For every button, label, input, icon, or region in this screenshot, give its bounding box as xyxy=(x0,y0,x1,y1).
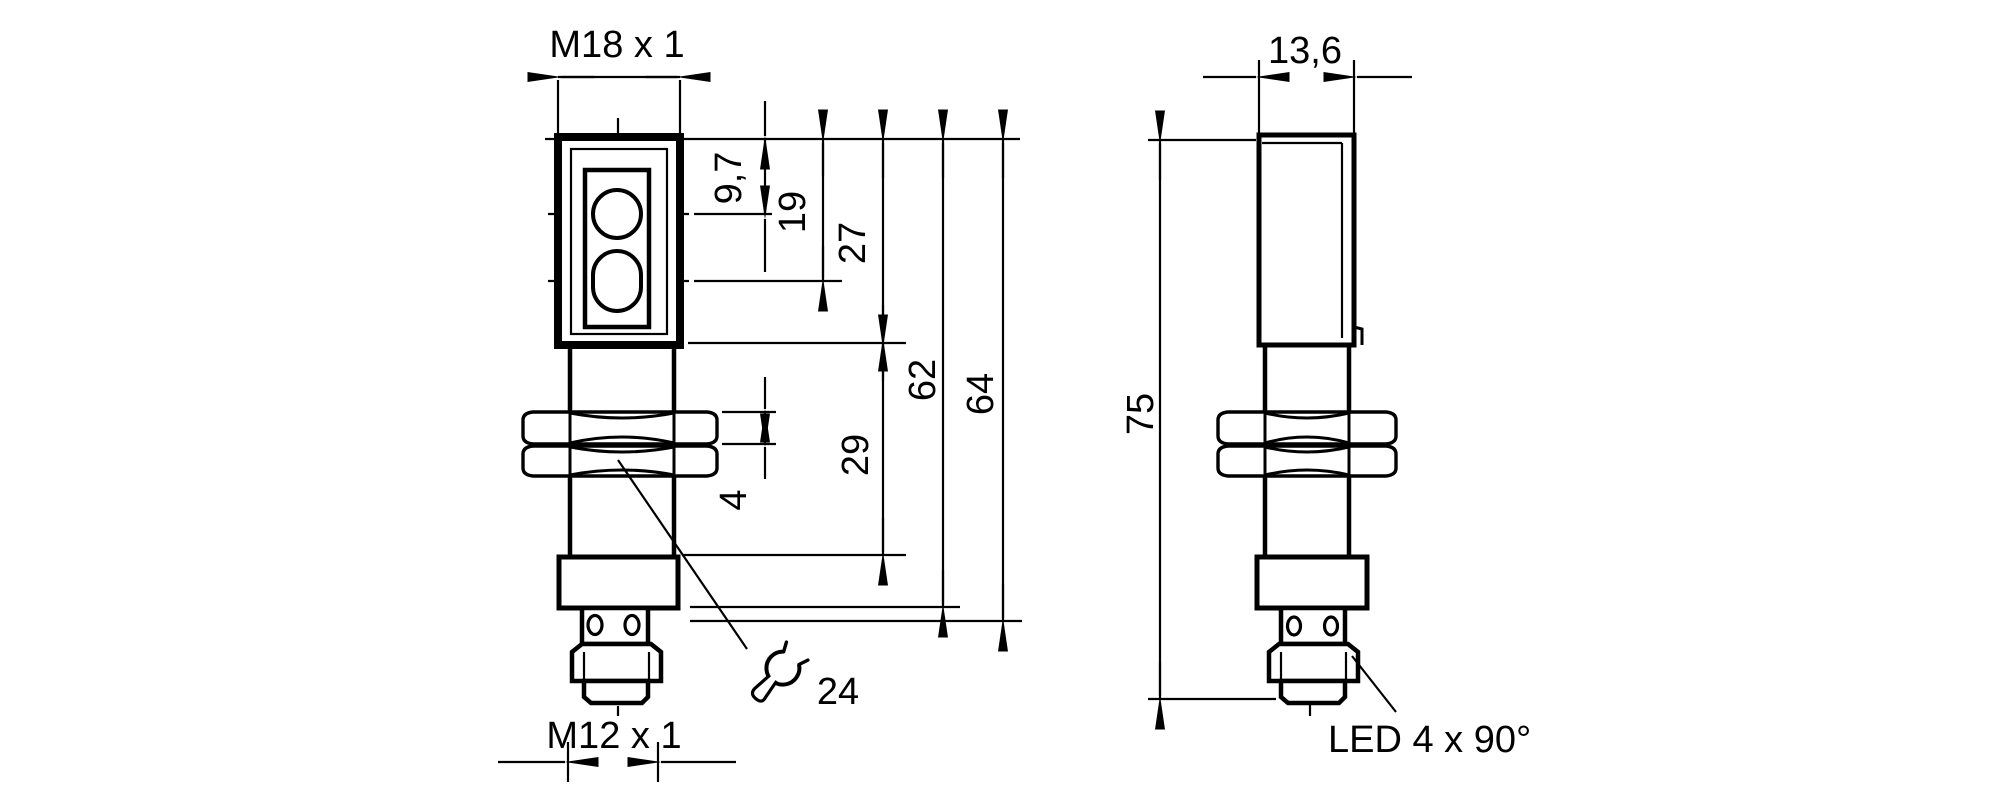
dim-label-4: 4 xyxy=(713,489,755,510)
wrench-size-label: 24 xyxy=(817,671,859,713)
dim-label-m12: M12 x 1 xyxy=(546,715,681,757)
lens-2 xyxy=(591,249,643,313)
wrench-icon xyxy=(750,640,810,703)
led-label: LED 4 x 90° xyxy=(1328,719,1531,761)
mounting-nuts-side xyxy=(1216,410,1398,478)
dim-lens2-offset: 19 xyxy=(772,109,828,312)
sensor-head-side xyxy=(1256,132,1357,348)
connector-side xyxy=(1266,605,1361,706)
dim-housing-total: 64 xyxy=(960,109,1008,652)
dim-m18: M18 x 1 xyxy=(527,24,711,82)
dim-label-75: 75 xyxy=(1120,393,1162,435)
led-window xyxy=(586,613,604,637)
dim-head-width: 13,6 xyxy=(1203,30,1412,82)
lower-body-front xyxy=(556,554,681,611)
front-dimensions: M18 x 1 9,7 19 27 29 xyxy=(498,24,1022,782)
dim-head-length: 27 xyxy=(832,109,888,372)
led-callout: LED 4 x 90° xyxy=(1328,655,1531,761)
m12-thread-front xyxy=(581,678,651,706)
dim-label-64: 64 xyxy=(960,373,1002,415)
wrench-leader-line xyxy=(617,459,748,650)
mounting-nuts-front xyxy=(521,410,719,478)
dim-lens1-offset: 9,7 xyxy=(708,101,770,272)
dim-label-27: 27 xyxy=(832,222,874,264)
head-step-side xyxy=(1353,325,1364,345)
m12-plug-body-side xyxy=(1266,641,1361,684)
m12-thread-side xyxy=(1278,678,1348,706)
front-view xyxy=(521,118,719,716)
led-window xyxy=(1285,615,1303,637)
head-inner-frame xyxy=(569,147,669,336)
m12-plug-body-front xyxy=(569,641,664,684)
dim-label-m18: M18 x 1 xyxy=(549,24,684,66)
dim-housing-length: 62 xyxy=(902,109,948,638)
dim-m12: M12 x 1 xyxy=(498,715,736,767)
dim-barrel-length: 29 xyxy=(835,314,888,586)
led-window xyxy=(1322,615,1340,637)
connector-front xyxy=(569,605,664,706)
side-view xyxy=(1216,132,1398,716)
dim-label-29: 29 xyxy=(835,434,877,476)
led-leader-line xyxy=(1351,655,1397,713)
dim-label-19: 19 xyxy=(772,191,814,233)
dim-total-length: 75 xyxy=(1120,110,1165,730)
led-window xyxy=(623,613,641,637)
lower-body-side xyxy=(1254,554,1370,611)
dim-nut-thickness: 4 xyxy=(713,377,770,511)
lens-1 xyxy=(591,188,643,240)
wrench-callout: 24 xyxy=(617,459,859,713)
side-dimensions: 13,6 75 LED 4 x 90° xyxy=(1120,30,1531,761)
dim-label-62: 62 xyxy=(902,359,944,401)
dim-label-9-7: 9,7 xyxy=(708,152,750,205)
dim-label-13-6: 13,6 xyxy=(1268,30,1342,72)
